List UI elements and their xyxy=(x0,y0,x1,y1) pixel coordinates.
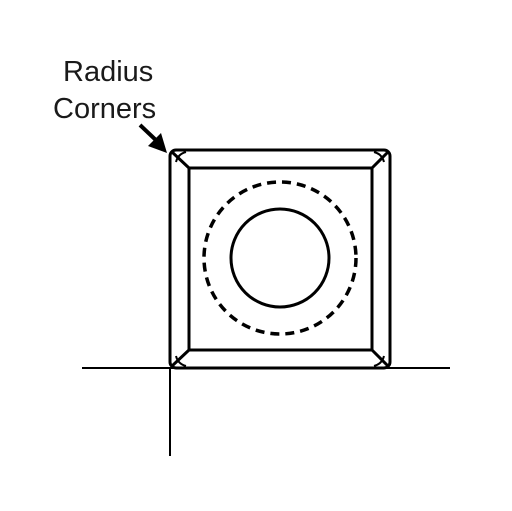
callout-label-line1: Radius xyxy=(63,56,153,88)
dashed-circle xyxy=(202,180,358,336)
insert-inner-square xyxy=(187,166,374,352)
radius-corner-top-left xyxy=(175,151,187,163)
corner-chamfer-bottom-left xyxy=(170,348,191,368)
corner-chamfer-top-right xyxy=(370,150,390,170)
radius-corner-bottom-right xyxy=(373,355,385,367)
radius-corner-top-right xyxy=(373,151,385,163)
callout-arrow-icon xyxy=(138,123,167,153)
insert-outer-square xyxy=(168,148,392,370)
callout-label-line2: Corners xyxy=(53,93,156,125)
radius-corner-bottom-left xyxy=(175,355,187,367)
corner-chamfer-bottom-right xyxy=(370,348,390,368)
corner-chamfer-top-left xyxy=(170,150,191,170)
center-hole xyxy=(229,207,331,309)
